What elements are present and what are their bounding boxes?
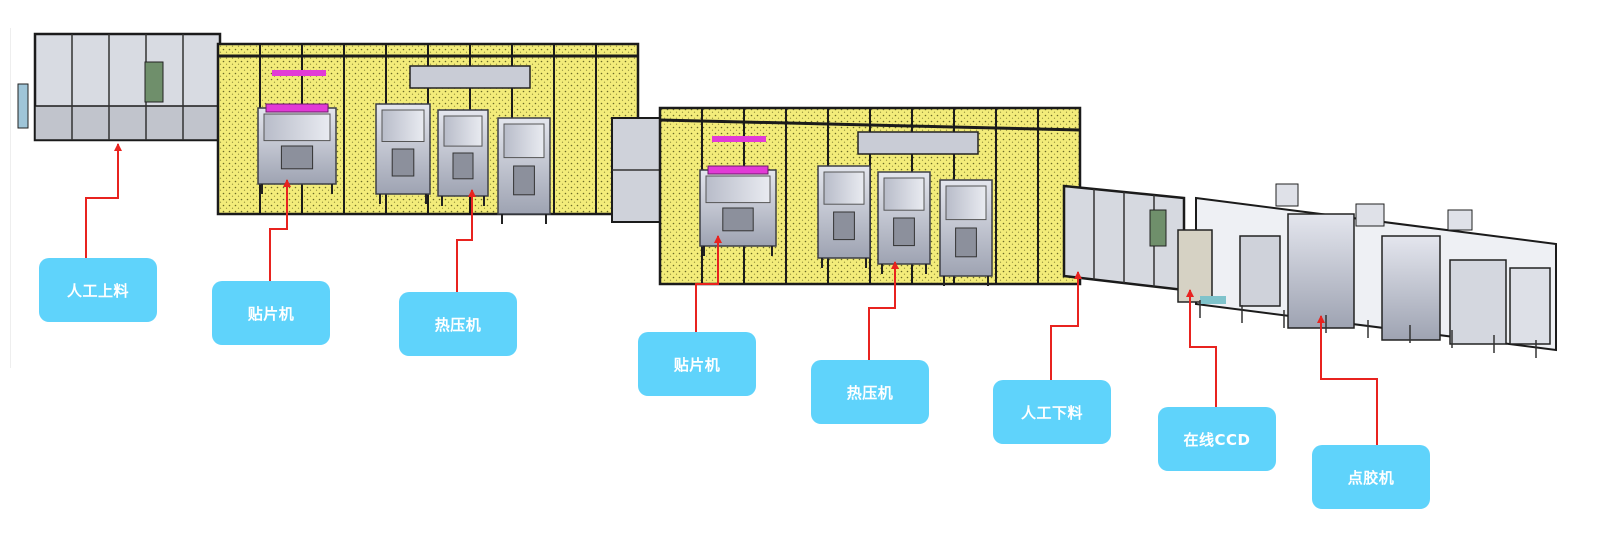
connector-group — [85, 143, 1378, 445]
station-label-6: 人工下料 — [993, 380, 1111, 444]
connector-line-3 — [456, 190, 473, 292]
station-label-text: 贴片机 — [673, 355, 721, 374]
dispensing-machine-second — [1381, 235, 1441, 341]
connector-line-7 — [1189, 290, 1217, 407]
connector-arrowhead-1 — [114, 143, 122, 151]
press-machine-b2-panel — [883, 177, 925, 211]
press-machine-a1 — [375, 103, 431, 204]
press-machine-a3-panel — [503, 123, 545, 159]
ccd-inspection-unit — [1239, 235, 1281, 307]
station-label-8: 点胶机 — [1312, 445, 1430, 509]
ccd-dispensing-line — [1177, 183, 1557, 358]
patch-machine-a-center-unit — [280, 145, 314, 170]
dispensing-machine-end — [1509, 267, 1551, 345]
press-machine-a1-panel — [381, 109, 425, 142]
press-machine-a2-panel — [443, 115, 483, 147]
dispensing-machine-top-box — [1447, 209, 1473, 231]
connector-arrowhead-2 — [283, 179, 291, 187]
patch-machine-b-center-unit — [722, 207, 754, 232]
ccd-floor-mat — [1200, 296, 1226, 304]
patch-machine-b — [699, 165, 777, 256]
connector-arrowhead-7 — [1186, 289, 1194, 297]
connector-arrowhead-4 — [714, 235, 722, 243]
press-machine-a1-center-unit — [391, 148, 415, 177]
connector-line-8 — [1320, 316, 1378, 445]
press-machine-b3 — [939, 179, 993, 286]
station-label-text: 贴片机 — [247, 304, 295, 323]
station-label-text: 点胶机 — [1347, 468, 1395, 487]
connector-arrowhead-6 — [1074, 271, 1082, 279]
loading-control-panel — [144, 61, 164, 103]
station-label-text: 热压机 — [434, 315, 482, 334]
press-machine-b2-center-unit — [893, 217, 915, 247]
connector-arrowhead-3 — [468, 189, 476, 197]
dispensing-machine-top-box — [1275, 183, 1299, 207]
station-label-text: 人工上料 — [66, 281, 129, 300]
press-machine-b1 — [817, 165, 871, 268]
dispensing-machine-third — [1449, 259, 1507, 345]
patch-machine-a-panel — [263, 113, 331, 142]
station-label-4: 贴片机 — [638, 332, 756, 396]
ccd-camera-unit — [1177, 229, 1213, 303]
station-label-5: 热压机 — [811, 360, 929, 424]
press-machine-a2-center-unit — [452, 152, 474, 180]
connector-line-4 — [695, 236, 719, 332]
connector-line-5 — [868, 262, 896, 360]
dispensing-machine-main — [1287, 213, 1355, 329]
dispensing-machine-top-box — [1355, 203, 1385, 227]
station-label-2: 贴片机 — [212, 281, 330, 345]
loading-side-door — [17, 83, 29, 129]
station-label-7: 在线CCD — [1158, 407, 1276, 471]
patch-machine-a-magenta-top — [265, 103, 329, 113]
unloading-station — [1062, 184, 1186, 292]
press-machine-b3-panel — [945, 185, 987, 221]
enclosure-a-magenta-rail — [272, 70, 326, 76]
patch-machine-b-magenta-top — [707, 165, 769, 175]
connector-line-2 — [269, 180, 288, 281]
press-machine-b3-center-unit — [955, 227, 977, 258]
loading-cabinet-base — [34, 105, 221, 141]
press-machine-a3 — [497, 117, 551, 224]
press-machine-b2 — [877, 171, 931, 274]
connector-line-6 — [1050, 272, 1079, 380]
press-machine-a2 — [437, 109, 489, 206]
station-label-text: 人工下料 — [1020, 403, 1083, 422]
patch-machine-b-panel — [705, 175, 771, 204]
station-label-text: 在线CCD — [1183, 430, 1251, 449]
enclosure-a-top-unit — [409, 65, 531, 89]
station-label-1: 人工上料 — [39, 258, 157, 322]
press-machine-b1-center-unit — [833, 211, 855, 241]
loading-cabinet — [17, 32, 222, 142]
unloading-control-panel — [1149, 209, 1167, 247]
station-label-3: 热压机 — [399, 292, 517, 356]
connector-arrowhead-8 — [1317, 315, 1325, 323]
left-edge-line — [10, 28, 11, 368]
connector-arrowhead-5 — [891, 261, 899, 269]
machine-group — [10, 28, 1557, 368]
enclosure-b-magenta-rail — [712, 136, 766, 142]
press-machine-a3-center-unit — [513, 165, 535, 196]
patch-machine-a — [257, 103, 337, 194]
enclosure-b-top-rail — [659, 118, 1081, 132]
station-label-text: 热压机 — [846, 383, 894, 402]
press-machine-b1-panel — [823, 171, 865, 205]
connector-line-1 — [85, 144, 119, 258]
enclosure-b-top-unit — [857, 131, 979, 155]
